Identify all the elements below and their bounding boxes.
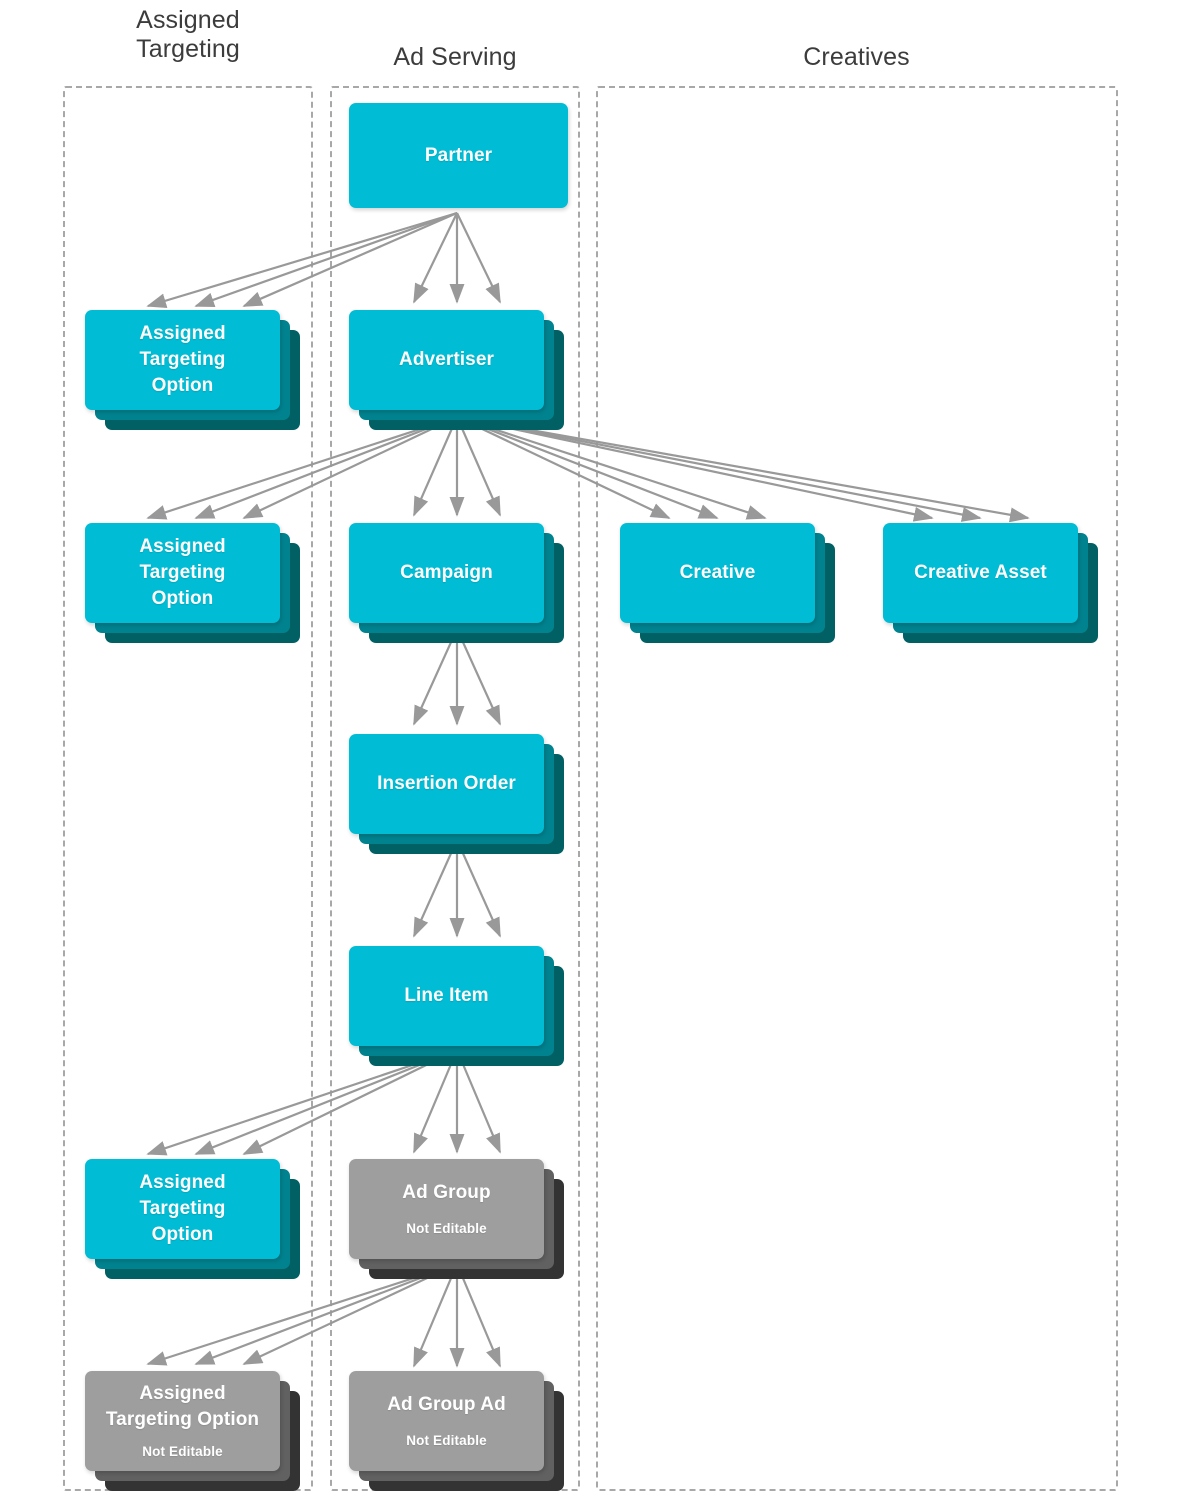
node-ad-group[interactable]: Ad Group Not Editable [349, 1159, 564, 1279]
node-ad-group-ad[interactable]: Ad Group Ad Not Editable [349, 1371, 564, 1491]
node-assigned-targeting-option-ad-group[interactable]: Assigned Targeting Option Not Editable [85, 1371, 300, 1491]
node-title: Assigned Targeting Option [139, 536, 226, 609]
node-assigned-targeting-option-advertiser[interactable]: Assigned Targeting Option [85, 523, 300, 643]
node-assigned-targeting-option-partner[interactable]: Assigned Targeting Option [85, 310, 300, 430]
node-card-face[interactable]: Assigned Targeting Option Not Editable [85, 1371, 280, 1471]
column-header-creatives: Creatives [595, 43, 1118, 72]
node-title: Insertion Order [377, 773, 516, 794]
node-card-face[interactable]: Assigned Targeting Option [85, 1159, 280, 1259]
node-assigned-targeting-option-line-item[interactable]: Assigned Targeting Option [85, 1159, 300, 1279]
node-title: Assigned Targeting Option [139, 1172, 226, 1245]
node-card-face[interactable]: Creative Asset [883, 523, 1078, 623]
node-status-badge: Not Editable [142, 1444, 223, 1459]
node-card-face[interactable]: Assigned Targeting Option [85, 310, 280, 410]
group-box-creatives [596, 86, 1118, 1491]
node-title: Campaign [400, 562, 493, 583]
node-campaign[interactable]: Campaign [349, 523, 564, 643]
node-title: Assigned Targeting Option [105, 1383, 260, 1430]
node-title: Assigned Targeting Option [139, 323, 226, 396]
node-title: Ad Group Ad [387, 1394, 506, 1415]
column-header-line: Creatives [803, 43, 910, 71]
node-creative[interactable]: Creative [620, 523, 835, 643]
node-title: Partner [424, 144, 493, 166]
node-title: Creative [679, 562, 756, 583]
node-status-badge: Not Editable [406, 1433, 487, 1448]
node-title: Creative Asset [914, 562, 1047, 583]
node-title: Line Item [404, 985, 489, 1006]
node-insertion-order[interactable]: Insertion Order [349, 734, 564, 854]
node-status-badge: Not Editable [406, 1221, 487, 1236]
node-advertiser[interactable]: Advertiser [349, 310, 564, 430]
node-card-face[interactable]: Line Item [349, 946, 544, 1046]
node-line-item[interactable]: Line Item [349, 946, 564, 1066]
node-creative-asset[interactable]: Creative Asset [883, 523, 1098, 643]
node-card-face[interactable]: Ad Group Not Editable [349, 1159, 544, 1259]
column-header-line: Assigned Targeting [136, 6, 240, 64]
group-box-assigned-targeting [63, 86, 313, 1491]
column-header-assigned-targeting: Assigned Targeting [63, 6, 313, 65]
node-card-face[interactable]: Creative [620, 523, 815, 623]
node-partner[interactable]: Partner [349, 103, 568, 208]
node-card-face[interactable]: Campaign [349, 523, 544, 623]
node-card-face[interactable]: Insertion Order [349, 734, 544, 834]
node-card-face[interactable]: Ad Group Ad Not Editable [349, 1371, 544, 1471]
node-card-face[interactable]: Assigned Targeting Option [85, 523, 280, 623]
node-title: Ad Group [402, 1182, 491, 1203]
node-card-face[interactable]: Partner [349, 103, 568, 208]
node-card-face[interactable]: Advertiser [349, 310, 544, 410]
node-title: Advertiser [399, 349, 494, 370]
column-header-line: Ad Serving [393, 43, 517, 71]
column-header-ad-serving: Ad Serving [330, 43, 580, 72]
